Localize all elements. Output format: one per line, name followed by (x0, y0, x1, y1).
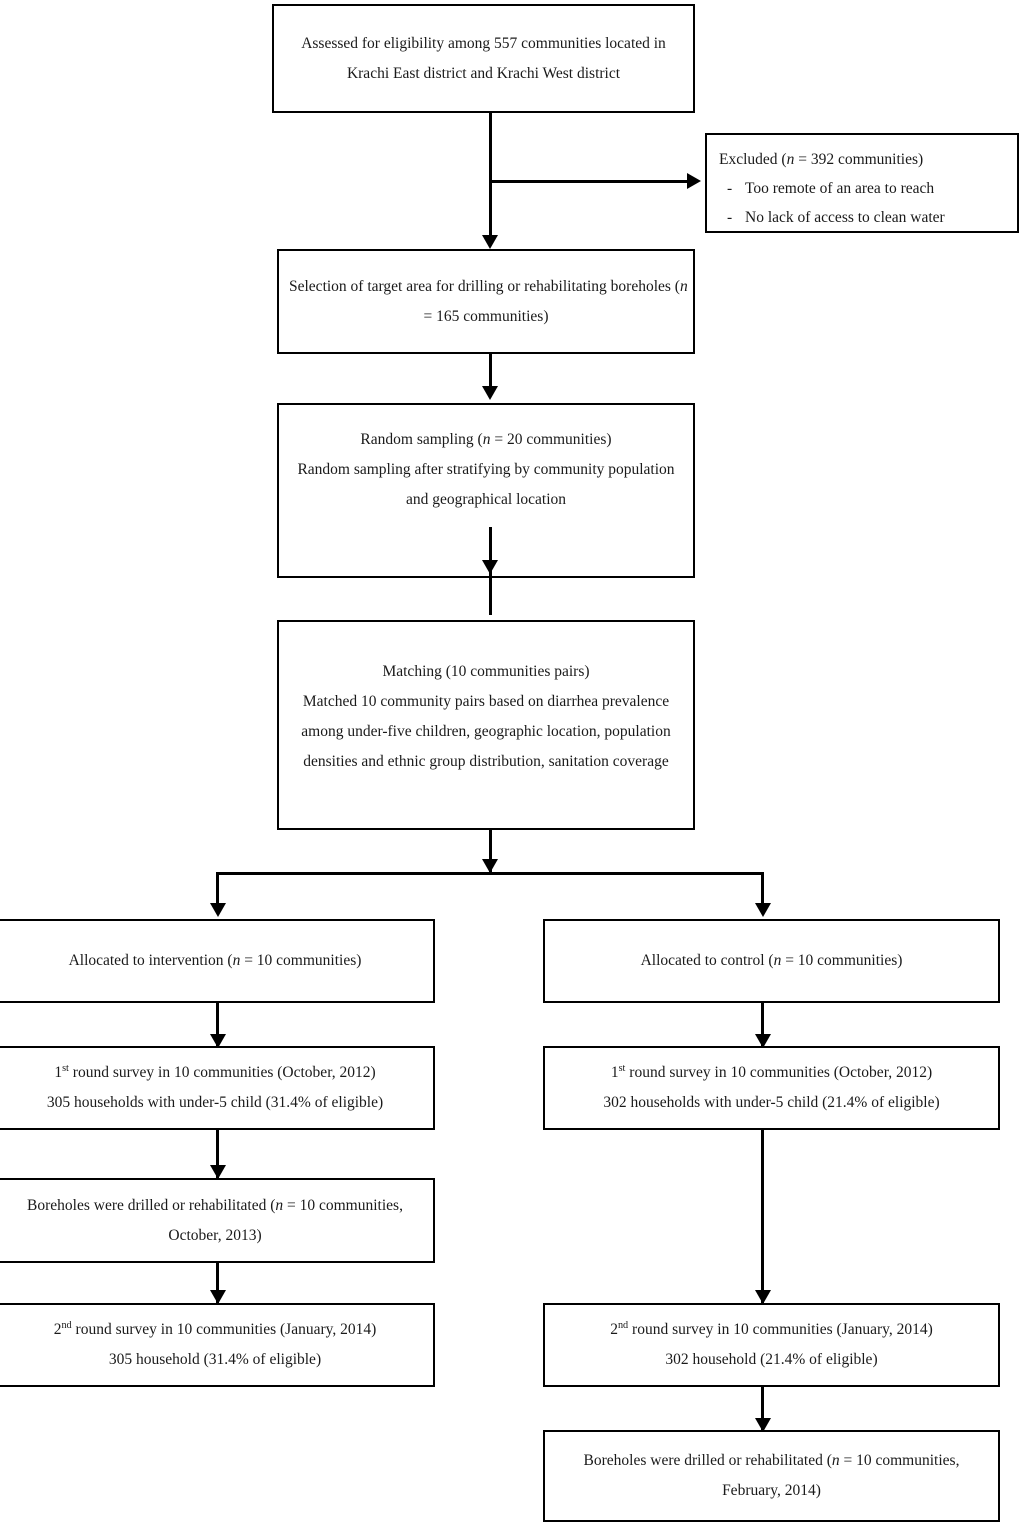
arrow-selection-to-random-sampling (482, 386, 498, 400)
boreholes-control-line-1: Boreholes were drilled or rehabilitated … (583, 1452, 960, 1469)
box-allocated-to-intervention: Allocated to intervention (n = 10 commun… (0, 919, 435, 1003)
matching-line-4: densities and ethnic group distribution,… (303, 753, 669, 770)
assessed-line-1: Assessed for eligibility among 557 commu… (301, 34, 666, 52)
round1-control-line-2: 302 households with under-5 child (21.4%… (603, 1094, 940, 1111)
random-sampling-line-1: Random sampling (n = 20 communities) (360, 430, 612, 448)
round1-control-line-1: 1st round survey in 10 communities (Octo… (610, 1062, 933, 1081)
arrow-matching-to-split (482, 859, 498, 873)
box-excluded: Excluded (n = 392 communities) -Too remo… (705, 133, 1019, 233)
box-allocated-to-control: Allocated to control (n = 10 communities… (543, 919, 1000, 1003)
box-boreholes-control: Boreholes were drilled or rehabilitated … (543, 1430, 1000, 1522)
connector-assessed-to-excluded (491, 180, 687, 183)
split-branch-right (761, 872, 764, 908)
connector-selection-to-random-sampling (489, 354, 492, 389)
ordinal-suffix: nd (617, 1319, 629, 1331)
split-bar-allocation (216, 872, 764, 875)
round2-intervention-line-1: 2nd round survey in 10 communities (Janu… (53, 1319, 377, 1338)
arrow-control-alloc-to-round1 (755, 1034, 771, 1048)
connector-boreholes-to-round2-intervention (216, 1263, 219, 1303)
excluded-bullet-2: -No lack of access to clean water (719, 203, 1024, 232)
box-round1-intervention: 1st round survey in 10 communities (Octo… (0, 1046, 435, 1130)
matching-line-3: among under-five children, geographic lo… (301, 723, 671, 740)
random-sampling-line-3: and geographical location (405, 490, 567, 508)
bullet-dash-icon: - (727, 209, 733, 226)
box-matching: Matching (10 communities pairs) Matched … (277, 620, 695, 830)
boreholes-control-line-2: February, 2014) (722, 1482, 821, 1499)
ordinal-suffix: st (62, 1062, 69, 1074)
connector-round1-control-to-round2-control (761, 1130, 764, 1303)
split-branch-left (216, 872, 219, 908)
boreholes-intervention-line-1: Boreholes were drilled or rehabilitated … (27, 1196, 403, 1214)
boreholes-control-n-symbol: n (831, 1452, 840, 1469)
excluded-heading: Excluded (n = 392 communities) (719, 151, 924, 168)
excluded-bullet-1: -Too remote of an area to reach (719, 174, 1024, 203)
ordinal-suffix: nd (61, 1319, 72, 1331)
connector-round1-to-boreholes-intervention (216, 1130, 219, 1178)
box-round2-intervention: 2nd round survey in 10 communities (Janu… (0, 1303, 435, 1387)
matching-line-2: Matched 10 community pairs based on diar… (302, 693, 670, 710)
excluded-n-symbol: n (786, 151, 795, 168)
connector-matching-to-split (489, 830, 492, 872)
assessed-line-2: Krachi East district and Krachi West dis… (346, 64, 621, 82)
round2-intervention-line-2: 305 household (31.4% of eligible) (108, 1351, 322, 1368)
arrow-assessed-to-excluded (687, 173, 701, 189)
random-sampling-n-symbol: n (482, 430, 491, 448)
box-boreholes-intervention: Boreholes were drilled or rehabilitated … (0, 1178, 435, 1263)
bullet-dash-icon: - (727, 180, 733, 197)
arrow-round2-control-to-boreholes-control (755, 1418, 771, 1432)
arrow-random-sampling-inner (482, 560, 498, 574)
selection-line-2: = 165 communities) (423, 307, 549, 325)
round2-control-line-1: 2nd round survey in 10 communities (Janu… (610, 1319, 933, 1338)
boreholes-intervention-n-symbol: n (275, 1196, 284, 1214)
round2-control-line-2: 302 household (21.4% of eligible) (665, 1351, 878, 1368)
box-round2-control: 2nd round survey in 10 communities (Janu… (543, 1303, 1000, 1387)
selection-n-symbol: n (679, 277, 688, 295)
connector-control-alloc-to-round1 (761, 1003, 764, 1046)
connector-assessed-to-selection (489, 113, 492, 240)
connector-round2-control-to-boreholes-control (761, 1387, 764, 1430)
box-round1-control: 1st round survey in 10 communities (Octo… (543, 1046, 1000, 1130)
alloc-intervention-line-1: Allocated to intervention (n = 10 commun… (68, 952, 362, 969)
arrow-boreholes-to-round2-intervention (210, 1290, 226, 1304)
matching-line-1: Matching (10 communities pairs) (382, 663, 590, 680)
arrow-split-to-intervention (210, 903, 226, 917)
arrow-assessed-to-selection (482, 235, 498, 249)
alloc-control-line-1: Allocated to control (n = 10 communities… (640, 952, 903, 969)
box-assessed-for-eligibility: Assessed for eligibility among 557 commu… (272, 4, 695, 113)
arrow-split-to-control (755, 903, 771, 917)
arrow-round1-control-to-round2-control (755, 1290, 771, 1304)
box-selection-of-target-area: Selection of target area for drilling or… (277, 249, 695, 354)
random-sampling-line-2: Random sampling after stratifying by com… (297, 460, 675, 478)
arrow-round1-to-boreholes-intervention (210, 1165, 226, 1179)
connector-intervention-alloc-to-round1 (216, 1003, 219, 1046)
alloc-control-n-symbol: n (773, 952, 782, 969)
alloc-intervention-n-symbol: n (232, 952, 241, 969)
box-random-sampling: Random sampling (n = 20 communities) Ran… (277, 403, 695, 578)
round1-intervention-line-2: 305 households with under-5 child (31.4%… (46, 1094, 384, 1111)
boreholes-intervention-line-2: October, 2013) (168, 1226, 262, 1244)
round1-intervention-line-1: 1st round survey in 10 communities (Octo… (54, 1062, 376, 1081)
selection-line-1: Selection of target area for drilling or… (289, 277, 688, 295)
arrow-intervention-alloc-to-round1 (210, 1034, 226, 1048)
ordinal-suffix: st (618, 1062, 626, 1074)
